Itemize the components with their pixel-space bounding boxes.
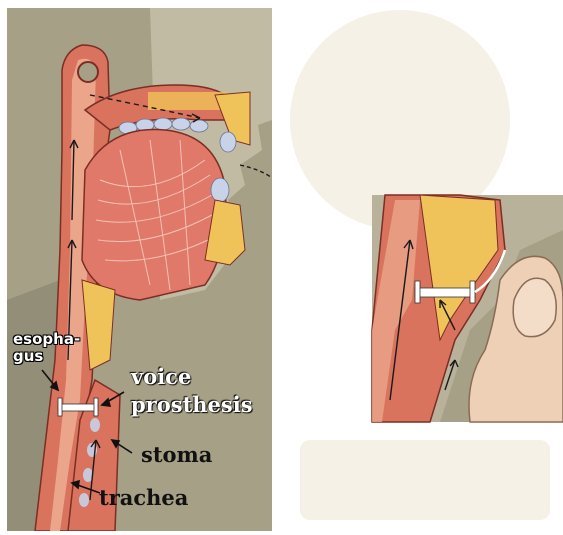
label-esophagus-line2: gus xyxy=(13,349,43,364)
label-esophagus-line1: esopha- xyxy=(13,332,80,347)
label-trachea: trachea xyxy=(99,487,188,508)
label-stoma: stoma xyxy=(141,444,212,465)
label-voice: voice xyxy=(131,366,191,387)
label-prosthesis: prosthesis xyxy=(131,394,253,415)
closeup-panel xyxy=(372,195,563,422)
sagittal-panel xyxy=(7,8,272,531)
